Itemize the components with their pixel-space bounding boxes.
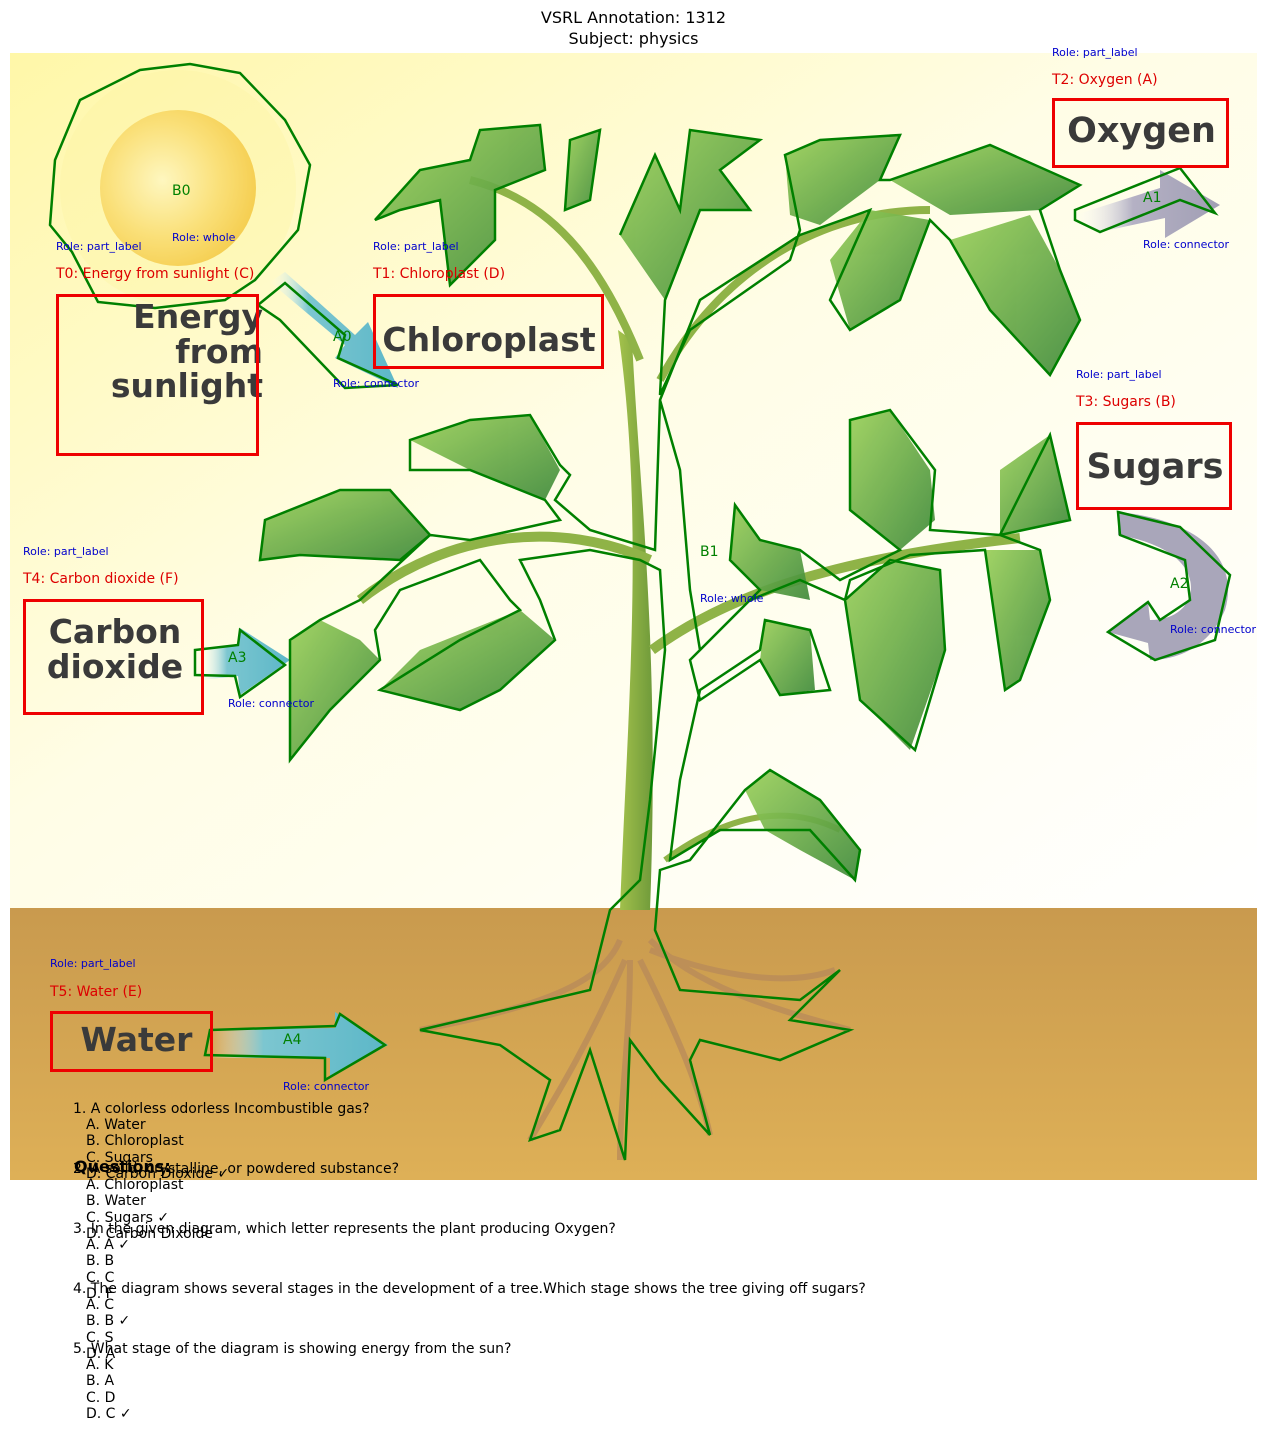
word-carbon-dioxide: Carbon dioxide <box>46 612 184 686</box>
label-T0: T0: Energy from sunlight (C) <box>56 266 255 282</box>
figure-title-line1: VSRL Annotation: 1312 <box>540 8 727 27</box>
role-T5: Role: part_label <box>50 957 136 970</box>
q4-option-a: A. C <box>86 1297 115 1313</box>
outline-A4 <box>203 1012 388 1083</box>
q3-option-a: A. A ✓ <box>86 1237 130 1253</box>
q3-option-c: C. C <box>86 1270 115 1286</box>
sun-disc <box>100 110 256 266</box>
question-4: 4. The diagram shows several stages in t… <box>73 1281 866 1297</box>
arrow-role-A3: Role: connector <box>228 697 315 710</box>
left-branch <box>356 531 653 604</box>
blob-label-B1: B1 <box>700 544 719 560</box>
question-5: 5. What stage of the diagram is showing … <box>73 1341 512 1357</box>
text-box-T4 <box>23 599 204 715</box>
text-box-T3 <box>1076 422 1232 510</box>
questions-heading: Questions: <box>74 1157 171 1176</box>
q4-option-c: C. S <box>86 1330 114 1346</box>
blob-role-B1: Role: whole <box>700 592 764 605</box>
q1-option-a: A. Water <box>86 1117 146 1133</box>
diagram-canvas: Energy from sunlight Chloroplast Oxygen … <box>10 53 1257 1180</box>
question-2: 2. A solid, crystalline, or powdered sub… <box>73 1161 400 1177</box>
outline-B1 <box>258 123 1083 1161</box>
q2-option-a: A. Chloroplast <box>86 1177 184 1193</box>
word-oxygen: Oxygen <box>1067 111 1216 151</box>
arrow-oxygen-shape <box>1075 170 1220 238</box>
blob-role-B0: Role: whole <box>172 231 236 244</box>
q5-option-d: D. C ✓ <box>86 1406 132 1422</box>
sun-glow <box>60 70 296 306</box>
q5-option-b: B. A <box>86 1373 115 1389</box>
text-box-T2 <box>1052 98 1229 168</box>
question-1: 1. A colorless odorless Incombustible ga… <box>73 1101 370 1117</box>
arrow-label-A4: A4 <box>283 1032 302 1048</box>
text-box-T0 <box>56 294 259 456</box>
role-T2: Role: part_label <box>1052 46 1138 59</box>
arrow-label-A3: A3 <box>228 650 247 666</box>
q2-option-c: C. Sugars ✓ <box>86 1210 170 1226</box>
q1-option-d: D. Carbon Dioxide ✓ <box>86 1166 230 1182</box>
outline-A1 <box>1073 166 1219 234</box>
arrow-role-A0: Role: connector <box>333 377 420 390</box>
text-box-T5 <box>50 1011 213 1072</box>
label-T4: T4: Carbon dioxide (F) <box>23 571 179 587</box>
text-box-T1 <box>373 294 604 369</box>
outline-A0 <box>255 281 399 390</box>
arrow-role-A4: Role: connector <box>283 1080 370 1093</box>
word-energy-from-sunlight: Energy from sunlight <box>110 297 263 406</box>
q1-option-c: C. Sugars <box>86 1150 153 1166</box>
arrow-role-A1: Role: connector <box>1143 238 1230 251</box>
arrow-sugars-shape <box>1108 512 1229 660</box>
q1-option-b: B. Chloroplast <box>86 1133 184 1149</box>
arrow-label-A1: A1 <box>1143 190 1162 206</box>
q4-option-b: B. B ✓ <box>86 1313 131 1329</box>
q3-option-b: B. B <box>86 1253 115 1269</box>
arrow-role-A2: Role: connector <box>1170 623 1257 636</box>
q5-option-c: C. D <box>86 1390 116 1406</box>
word-water: Water <box>80 1020 193 1059</box>
diagram-svg <box>10 53 1257 1180</box>
blob-label-B0: B0 <box>172 183 191 199</box>
arrow-label-A0: A0 <box>333 329 352 345</box>
q3-option-d: D. F <box>86 1286 114 1302</box>
outline-B0 <box>48 62 312 310</box>
word-sugars: Sugars <box>1086 447 1224 487</box>
q4-option-d: D. A <box>86 1346 116 1362</box>
label-T2: T2: Oxygen (A) <box>1052 72 1158 88</box>
outline-A2 <box>1105 510 1232 662</box>
q2-option-d: D. Carbon Dixoide <box>86 1226 214 1242</box>
arrow-carbon-shape <box>200 628 290 695</box>
role-T1: Role: part_label <box>373 240 459 253</box>
role-T4: Role: part_label <box>23 545 109 558</box>
label-T5: T5: Water (E) <box>50 984 143 1000</box>
figure-title-line2: Subject: physics <box>568 29 699 48</box>
word-chloroplast: Chloroplast <box>382 320 596 359</box>
label-T3: T3: Sugars (B) <box>1076 394 1176 410</box>
arrow-label-A2: A2 <box>1170 576 1189 592</box>
arrow-water-shape <box>210 1012 388 1078</box>
label-T1: T1: Chloroplast (D) <box>373 266 506 282</box>
role-T3: Role: part_label <box>1076 368 1162 381</box>
q2-option-b: B. Water <box>86 1193 146 1209</box>
plant-stem <box>618 330 653 910</box>
arrow-energy-shape <box>270 272 398 388</box>
question-3: 3. In the given diagram, which letter re… <box>73 1221 616 1237</box>
role-T0: Role: part_label <box>56 240 142 253</box>
q5-option-a: A. K <box>86 1357 114 1373</box>
